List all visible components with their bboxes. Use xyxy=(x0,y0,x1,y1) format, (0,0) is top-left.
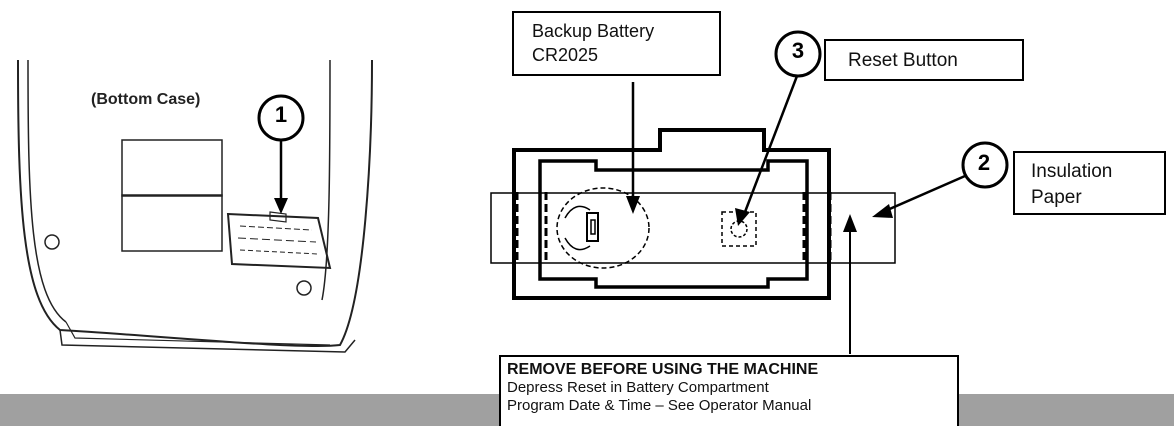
reset-button-label: Reset Button xyxy=(848,50,958,71)
warning-box: REMOVE BEFORE USING THE MACHINE Depress … xyxy=(499,355,959,426)
battery-model-label: CR2025 xyxy=(532,45,599,65)
insulation-label-line1: Insulation xyxy=(1031,161,1113,182)
callout-3-leader xyxy=(743,75,799,213)
callout-2-circle xyxy=(961,141,1009,189)
insulation-label-line2: Paper xyxy=(1031,187,1082,208)
warning-arrowhead xyxy=(843,214,857,232)
callout-1-number: 1 xyxy=(274,102,288,127)
callout-2-leader xyxy=(884,174,966,213)
reset-button-label-box: Reset Button xyxy=(824,39,1024,81)
battery-arrowhead xyxy=(626,196,640,214)
backup-battery-label-box: Backup Battery CR2025 xyxy=(512,11,721,76)
warning-line-1: Depress Reset in Battery Compartment xyxy=(507,379,769,396)
callout-2-arrowhead xyxy=(872,204,893,218)
backup-battery-label: Backup Battery xyxy=(532,21,655,41)
callout-3-arrowhead xyxy=(735,208,750,226)
insulation-paper-label-box: Insulation Paper xyxy=(1013,151,1166,215)
callout-2-number: 2 xyxy=(977,150,991,175)
bottom-case-label: (Bottom Case) xyxy=(91,91,201,108)
battery-compartment-drawing xyxy=(490,128,896,300)
callout-3-number: 3 xyxy=(791,38,805,63)
callout-3-circle xyxy=(774,30,822,78)
warning-title: REMOVE BEFORE USING THE MACHINE xyxy=(507,361,819,378)
callout-1-arrowhead xyxy=(274,198,288,214)
warning-line-2: Program Date & Time – See Operator Manua… xyxy=(507,397,812,414)
bottom-case-drawing xyxy=(17,59,373,353)
